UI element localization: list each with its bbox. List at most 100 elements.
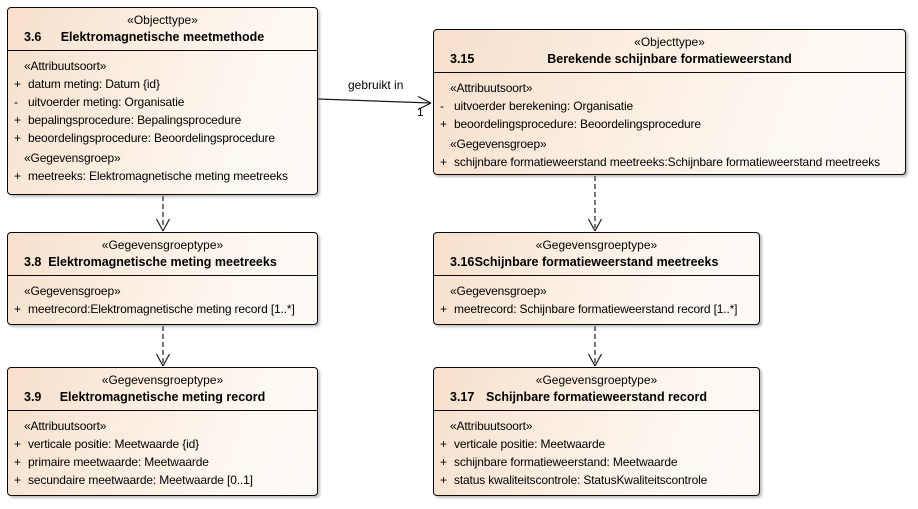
class-title: Schijnbare formatieweerstand meetreeks [474, 255, 719, 269]
visibility-prefix: - [440, 99, 444, 113]
section-stereotype: «Gegevensgroep» [8, 149, 313, 167]
class-title: Elektromagnetische meting record [59, 390, 266, 404]
class-title: Schijnbare formatieweerstand record [486, 390, 707, 404]
stereotype-text: «Attribuutsoort» [24, 59, 107, 73]
visibility-prefix [8, 57, 24, 75]
box-body: «Gegevensgroep» +meetrecord:Elektromagnet… [8, 276, 317, 318]
stereotype-label: «Objecttype» [634, 35, 705, 49]
attribute-text: meetrecord: Schijnbare formatieweerstand… [454, 302, 738, 316]
section-stereotype: «Gegevensgroep» [8, 282, 313, 300]
association-label: gebruikt in [348, 78, 404, 92]
stereotype-label: «Gegevensgroeptype» [101, 238, 224, 252]
attribute-text: schijnbare formatieweerstand: Meetwaarde [454, 455, 678, 469]
class-box-schijnbare-formatieweerstand-record[interactable]: «Gegevensgroeptype» 3.17 Schijnbare form… [433, 367, 760, 496]
attribute-text: uitvoerder berekening: Organisatie [454, 99, 634, 113]
attribute-row: + secundaire meetwaarde: Meetwaarde [0..1… [8, 471, 313, 489]
class-box-elektromagnetische-meting-meetreeks[interactable]: «Gegevensgroeptype» 3.8 Elektromagnetisc… [7, 232, 318, 325]
attribute-row: +primaire meetwaarde: Meetwaarde [8, 453, 313, 471]
dependency-arrow-3 [587, 176, 603, 232]
visibility-prefix: + [440, 437, 447, 451]
attribute-row: +meetrecord:Elektromagnetische meting re… [8, 300, 313, 318]
stereotype-text: «Gegevensgroep» [24, 284, 121, 298]
box-body: «Gegevensgroep»+ meetrecord: Schijnbare f… [434, 276, 759, 318]
association-arrow-gebruikt-in [317, 95, 432, 111]
attribute-text: primaire meetwaarde: Meetwaarde [28, 455, 209, 469]
attribute-row: + schijnbare formatieweerstand meetreeks:… [434, 153, 901, 171]
class-box-berekende-schijnbare-formatieweerstand[interactable]: «Objecttype» 3.15 Berekende schijnbare f… [433, 29, 906, 175]
dependency-arrow-2 [155, 326, 171, 367]
stereotype-text: «Attribuutsoort» [450, 419, 533, 433]
attribute-row: -uitvoerder meting: Organisatie [8, 93, 313, 111]
visibility-prefix [434, 417, 450, 435]
attribute-row: -uitvoerder berekening: Organisatie [434, 97, 901, 115]
attribute-text: verticale positie: Meetwaarde [454, 437, 606, 451]
stereotype-text: «Gegevensgroep» [450, 137, 547, 151]
title-line: 3.15 Berekende schijnbare formatieweerst… [440, 50, 899, 69]
visibility-prefix: + [14, 131, 21, 145]
class-title: Berekende schijnbare formatieweerstand [547, 52, 792, 66]
stereotype-label: «Gegevensgroeptype» [101, 373, 224, 387]
section-number: 3.6 [24, 30, 42, 44]
attribute-row: +datum meting: Datum {id} [8, 75, 313, 93]
box-body: «Attribuutsoort»+verticale positie: Meet… [434, 411, 759, 489]
visibility-prefix [434, 282, 450, 300]
box-header: «Gegevensgroeptype» 3.17 Schijnbare form… [434, 368, 759, 411]
title-line: 3.6 Elektromagnetische meetmethode [14, 28, 311, 47]
stereotype-label: «Objecttype» [127, 13, 198, 27]
title-line: 3.17 Schijnbare formatieweerstand record [440, 388, 753, 407]
box-header: «Gegevensgroeptype» 3.16 Schijnbare form… [434, 233, 759, 276]
class-box-elektromagnetische-meetmethode[interactable]: «Objecttype» 3.6 Elektromagnetische meet… [7, 7, 318, 195]
visibility-prefix: + [440, 117, 447, 131]
dependency-arrow-4 [587, 326, 603, 367]
attribute-row: +meetreeks: Elektromagnetische meting me… [8, 167, 313, 185]
section-number: 3.9 [24, 390, 42, 404]
visibility-prefix: + [14, 77, 21, 91]
visibility-prefix: + [440, 155, 447, 169]
attribute-text: status kwaliteitscontrole: StatusKwalite… [454, 473, 708, 487]
box-header: «Gegevensgroeptype» 3.9 Elektromagnetisc… [8, 368, 317, 411]
visibility-prefix: + [440, 473, 447, 487]
attribute-text: beoordelingsprocedure: Beoordelingsproce… [28, 131, 275, 145]
visibility-prefix [8, 149, 24, 167]
attribute-row: + verticale positie: Meetwaarde {id} [8, 435, 313, 453]
section-stereotype: «Attribuutsoort» [8, 417, 313, 435]
class-box-elektromagnetische-meting-record[interactable]: «Gegevensgroeptype» 3.9 Elektromagnetisc… [7, 367, 318, 496]
stereotype-text: «Gegevensgroep» [450, 284, 547, 298]
title-line: 3.16 Schijnbare formatieweerstand meetre… [440, 253, 753, 272]
stereotype-label: «Gegevensgroeptype» [535, 238, 658, 252]
attribute-row: + status kwaliteitscontrole: StatusKwalit… [434, 471, 755, 489]
box-header: «Gegevensgroeptype» 3.8 Elektromagnetisc… [8, 233, 317, 276]
attribute-text: schijnbare formatieweerstand meetreeks:S… [454, 155, 880, 169]
stereotype-label: «Gegevensgroeptype» [535, 373, 658, 387]
section-number: 3.16 [450, 255, 475, 269]
stereotype-text: «Attribuutsoort» [24, 419, 107, 433]
section-stereotype: «Attribuutsoort» [434, 79, 901, 97]
class-title: Elektromagnetische meetmethode [60, 30, 265, 44]
attribute-text: verticale positie: Meetwaarde {id} [28, 437, 199, 451]
visibility-prefix: + [440, 455, 447, 469]
attribute-row: + bepalingsprocedure: Bepalingsprocedure [8, 111, 313, 129]
visibility-prefix: + [14, 473, 21, 487]
attribute-text: bepalingsprocedure: Bepalingsprocedure [28, 113, 242, 127]
section-stereotype: «Gegevensgroep» [434, 282, 755, 300]
visibility-prefix [8, 417, 24, 435]
attribute-row: + verticale positie: Meetwaarde [434, 435, 755, 453]
stereotype-text: «Gegevensgroep» [24, 151, 121, 165]
section-stereotype: «Attribuutsoort» [434, 417, 755, 435]
title-line: 3.9 Elektromagnetische meting record [14, 388, 311, 407]
visibility-prefix: + [14, 113, 21, 127]
box-body: «Attribuutsoort»-uitvoerder berekening: … [434, 73, 905, 171]
section-number: 3.15 [450, 52, 475, 66]
class-box-schijnbare-formatieweerstand-meetreeks[interactable]: «Gegevensgroeptype» 3.16 Schijnbare form… [433, 232, 760, 325]
visibility-prefix: + [440, 302, 447, 316]
box-header: «Objecttype» 3.15 Berekende schijnbare f… [434, 30, 905, 73]
dependency-arrow-1 [155, 196, 171, 232]
section-number: 3.8 [24, 255, 42, 269]
visibility-prefix: + [14, 437, 21, 451]
attribute-text: meetrecord:Elektromagnetische meting rec… [28, 302, 295, 316]
attribute-text: secundaire meetwaarde: Meetwaarde [0..1] [28, 473, 253, 487]
visibility-prefix [434, 135, 450, 153]
visibility-prefix [434, 79, 450, 97]
visibility-prefix: - [14, 95, 18, 109]
